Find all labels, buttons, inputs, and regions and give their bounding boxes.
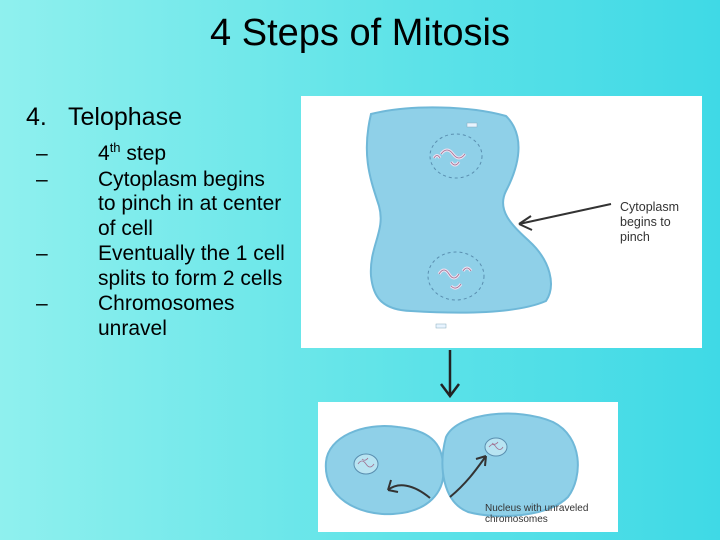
bullet-item: – 4th step [36,140,286,167]
nucleus-arrow-right [449,455,487,498]
bullet-dash: – [36,242,48,265]
bullet-text-number: 4 [98,142,110,165]
lower-centriole [435,323,447,329]
nucleus-arrow-left-head [387,479,399,493]
bullet-item: – Chromosomes unravel [36,292,286,341]
telophase-pinching-image [301,96,702,348]
upper-centriole [466,122,478,128]
down-arrow-icon [440,350,460,399]
pinch-arrow-line [518,203,612,225]
bullet-dash: – [36,142,48,165]
nucleus-arrow-right-head [475,455,487,467]
left-unraveled-chromosomes [357,457,375,468]
daughter-cells-illustration [324,412,579,518]
left-daughter-cell [324,425,445,516]
bullet-dash: – [36,292,48,315]
slide-title: 4 Steps of Mitosis [210,12,510,54]
bullet-item: – Cytoplasm begins to pinch in at center… [36,168,286,242]
bullet-text: Chromosomes unravel [98,292,235,340]
step-number: 4. [26,103,47,131]
bullet-item: – Eventually the 1 cell splits to form 2… [36,242,286,291]
bullet-text: Eventually the 1 cell splits to form 2 c… [98,242,285,290]
daughter-cells-image [318,402,618,532]
pinch-callout: Cytoplasm begins to pinch [620,200,680,244]
right-daughter-cell [441,412,579,518]
nucleus-arrow-left [387,484,431,499]
bullet-text: Cytoplasm begins to pinch in at center o… [98,167,282,240]
bullet-text: step [120,142,167,165]
upper-nucleus-outline [429,133,483,179]
pinch-arrow-head [518,215,533,231]
pinching-cell-membrane [365,106,552,314]
lower-nucleus-outline [427,251,485,301]
bullet-text-superscript: th [109,140,121,155]
step-heading: 4. Telophase [26,103,182,132]
step-name: Telophase [68,103,182,131]
lower-chromosomes-outline [438,267,472,289]
upper-chromosomes-outline [433,149,466,166]
nucleus-callout: Nucleus with unraveled chromosomes [485,503,589,525]
bullet-list: – 4th step – Cytoplasm begins to pinch i… [36,140,286,342]
right-unraveled-chromosomes [488,441,504,450]
bullet-dash: – [36,167,48,191]
pinching-cell-illustration [365,106,612,329]
